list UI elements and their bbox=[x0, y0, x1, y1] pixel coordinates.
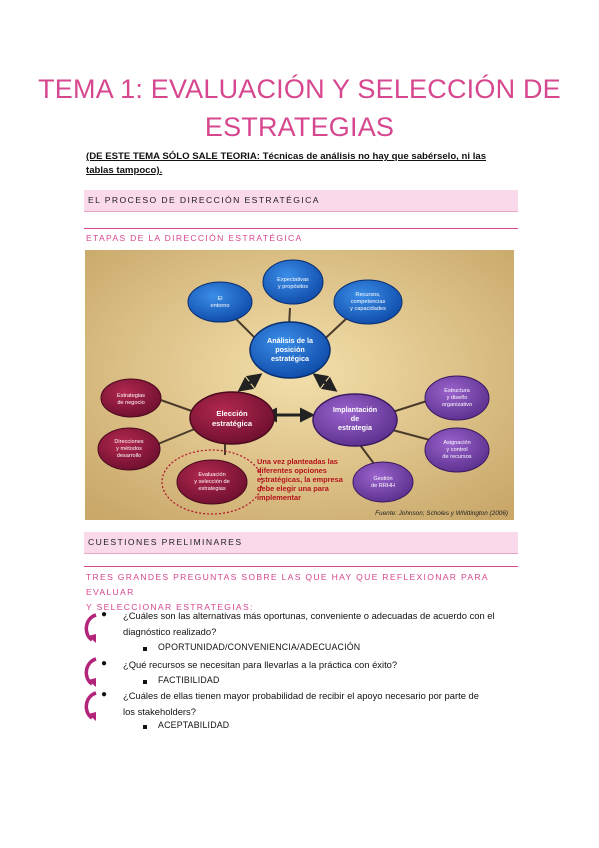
node-analisis bbox=[249, 321, 331, 379]
subheading-rule bbox=[84, 228, 518, 229]
subheading-preguntas-l2: Y SELECCIONAR ESTRATEGIAS: bbox=[86, 602, 254, 612]
node-implantacion-l3: estrategia bbox=[338, 423, 373, 432]
node-estrategias-negocio bbox=[100, 378, 162, 418]
node-recursos-l3: y capacidades bbox=[350, 306, 386, 312]
node-recursos bbox=[333, 279, 403, 325]
question-3: ¿Cuáles de ellas tienen mayor probabilid… bbox=[123, 688, 515, 719]
node-analisis-l2: posición bbox=[275, 345, 305, 354]
subheading-preguntas-l1: TRES GRANDES PREGUNTAS SOBRE LAS QUE HAY… bbox=[86, 572, 489, 597]
section-band-1: EL PROCESO DE DIRECCIÓN ESTRATÉGICA bbox=[84, 190, 518, 212]
curved-arrow-icon bbox=[84, 613, 97, 643]
node-recursos-l2: competencias bbox=[351, 299, 386, 305]
section-band-2: CUESTIONES PRELIMINARES bbox=[84, 532, 518, 554]
question-3-l1: ¿Cuáles de ellas tienen mayor probabilid… bbox=[123, 690, 479, 701]
node-evaluacion-l3: estrategias bbox=[198, 486, 226, 492]
node-estructura bbox=[424, 375, 490, 421]
node-recursos-l1: Recursos, bbox=[355, 292, 381, 298]
question-3-l2: los stakeholders? bbox=[123, 705, 196, 717]
node-evaluacion-l2: y selección de bbox=[194, 479, 229, 485]
node-entorno-l2: entorno bbox=[211, 303, 230, 309]
node-asignacion-l2: y control bbox=[446, 447, 467, 453]
answer-1: OPORTUNIDAD/CONVENIENCIA/ADECUACIÓN bbox=[158, 642, 361, 652]
node-estructura-l1: Estructura bbox=[444, 388, 470, 394]
node-implantacion-l2: de bbox=[351, 414, 359, 423]
square-bullet bbox=[143, 725, 147, 729]
node-direcciones-l2: y métodos bbox=[116, 446, 142, 452]
node-entorno bbox=[187, 281, 253, 323]
question-1-l1: ¿Cuáles son las alternativas más oportun… bbox=[123, 610, 495, 621]
node-entorno-l1: El bbox=[218, 296, 223, 302]
node-estrategias-negocio-l2: de negocio bbox=[117, 400, 144, 406]
strategy-diagram: Análisis de la posición estratégica Expe… bbox=[85, 250, 514, 520]
note-bold: (DE ESTE TEMA SÓLO SALE TEORIA: bbox=[86, 151, 260, 162]
node-evaluacion-l1: Evaluación bbox=[198, 472, 225, 478]
node-rrhh-l1: Gestión bbox=[373, 476, 392, 482]
question-1-l2: diagnóstico realizado? bbox=[123, 625, 217, 637]
square-bullet bbox=[143, 680, 147, 684]
node-expectativas bbox=[262, 259, 324, 305]
question-2: ¿Qué recursos se necesitan para llevarla… bbox=[123, 657, 515, 673]
bullet-dot: ● bbox=[101, 689, 108, 700]
question-1: ¿Cuáles son las alternativas más oportun… bbox=[123, 608, 515, 639]
diagram-source: Fuente: Johnson; Scholes y Whittington (… bbox=[375, 510, 508, 517]
subheading-rule-2 bbox=[84, 566, 518, 567]
node-direcciones-l3: desarrollo bbox=[117, 453, 142, 459]
curved-arrow-icon bbox=[84, 657, 97, 687]
curved-arrow-icon bbox=[84, 691, 97, 721]
square-bullet bbox=[143, 647, 147, 651]
node-direcciones-l1: Direcciones bbox=[114, 439, 143, 445]
question-2-l1: ¿Qué recursos se necesitan para llevarla… bbox=[123, 659, 398, 670]
answer-3: ACEPTABILIDAD bbox=[158, 720, 230, 730]
page-title: TEMA 1: EVALUACIÓN Y SELECCIÓN DE ESTRAT… bbox=[0, 70, 599, 146]
node-estrategias-negocio-l1: Estrategias bbox=[117, 393, 145, 399]
node-eleccion-l2: estratégica bbox=[212, 419, 253, 428]
subheading-etapas: ETAPAS DE LA DIRECCIÓN ESTRATÉGICA bbox=[86, 233, 303, 243]
node-rrhh-l2: de RRHH bbox=[371, 483, 395, 489]
callout-text: Una vez planteadas las diferentes opcion… bbox=[257, 457, 344, 502]
node-implantacion bbox=[312, 393, 398, 447]
node-expectativas-l2: y propósitos bbox=[278, 284, 308, 290]
node-analisis-l1: Análisis de la bbox=[267, 336, 314, 345]
bullet-dot: ● bbox=[101, 609, 108, 620]
note-rest: Técnicas de análisis no hay que sabérsel… bbox=[86, 151, 487, 176]
node-analisis-l3: estratégica bbox=[271, 354, 310, 363]
subheading-preguntas: TRES GRANDES PREGUNTAS SOBRE LAS QUE HAY… bbox=[86, 570, 516, 615]
answer-2: FACTIBILIDAD bbox=[158, 675, 220, 685]
section-heading-2: CUESTIONES PRELIMINARES bbox=[88, 537, 243, 547]
node-expectativas-l1: Expectativas bbox=[277, 277, 309, 283]
node-asignacion-l3: de recursos bbox=[442, 454, 471, 460]
node-evaluacion bbox=[176, 459, 248, 505]
title-line-1: TEMA 1: EVALUACIÓN Y SELECCIÓN DE bbox=[38, 74, 561, 104]
node-asignacion-l1: Asignación bbox=[443, 440, 470, 446]
bullet-dot: ● bbox=[101, 658, 108, 669]
node-estructura-l2: y diseño bbox=[447, 395, 468, 401]
node-eleccion-l1: Elección bbox=[216, 409, 248, 418]
node-direcciones bbox=[97, 427, 161, 471]
node-rrhh bbox=[352, 461, 414, 503]
title-line-2: ESTRATEGIAS bbox=[204, 112, 395, 142]
callout-l5: implementar bbox=[257, 493, 301, 502]
theory-note: (DE ESTE TEMA SÓLO SALE TEORIA: Técnicas… bbox=[86, 150, 516, 178]
node-eleccion bbox=[189, 391, 275, 445]
section-heading: EL PROCESO DE DIRECCIÓN ESTRATÉGICA bbox=[88, 195, 320, 205]
node-asignacion bbox=[424, 427, 490, 473]
callout-l1: Una vez planteadas las bbox=[257, 457, 338, 466]
node-estructura-l3: organizativo bbox=[442, 402, 472, 408]
node-implantacion-l1: Implantación bbox=[333, 405, 377, 414]
highlight-ring bbox=[161, 449, 263, 515]
callout-l3: estratégicas, la empresa bbox=[257, 475, 344, 484]
callout-l4: debe elegir una para bbox=[257, 484, 330, 493]
callout-l2: diferentes opciones bbox=[257, 466, 327, 475]
